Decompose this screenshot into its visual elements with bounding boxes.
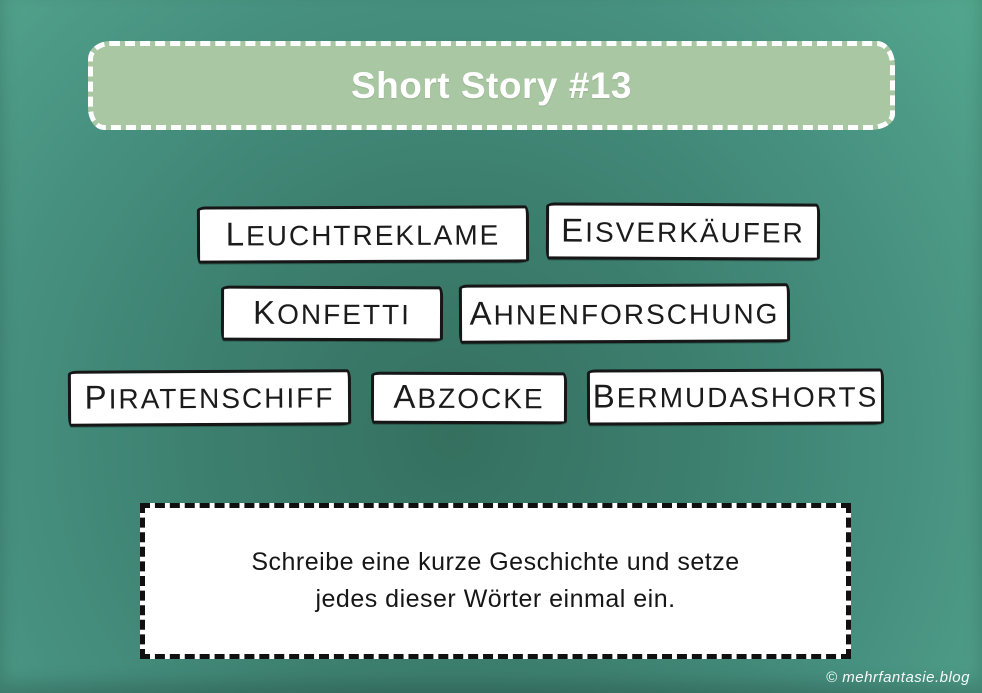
word-label: KONFETTI <box>253 294 411 332</box>
word-card-abzocke: ABZOCKE <box>370 371 568 425</box>
instruction-line-1: Schreibe eine kurze Geschichte und setze <box>251 548 740 576</box>
word-card-piratenschiff: PIRATENSCHIFF <box>67 369 352 427</box>
word-card-bermudashorts: BERMUDASHORTS <box>586 368 885 426</box>
word-label: EISVERKÄUFER <box>561 211 805 250</box>
watermark: © mehrfantasie.blog <box>826 669 970 686</box>
word-label: BERMUDASHORTS <box>592 378 879 416</box>
title-banner: Short Story #13 <box>88 41 895 130</box>
word-label: PIRATENSCHIFF <box>84 379 335 417</box>
word-card-ahnenforschung: AHNENFORSCHUNG <box>458 283 791 344</box>
page-title: Short Story #13 <box>351 64 632 106</box>
word-label: AHNENFORSCHUNG <box>469 295 780 333</box>
word-card-eisverkaeufer: EISVERKÄUFER <box>545 202 821 261</box>
instruction-panel: Schreibe eine kurze Geschichte und setze… <box>140 503 851 659</box>
word-card-konfetti: KONFETTI <box>220 285 444 342</box>
word-label: LEUCHTREKLAME <box>225 215 501 253</box>
word-card-leuchtreklame: LEUCHTREKLAME <box>196 205 530 264</box>
instruction-line-2: jedes dieser Wörter einmal ein. <box>315 585 676 613</box>
word-label: ABZOCKE <box>393 378 545 416</box>
